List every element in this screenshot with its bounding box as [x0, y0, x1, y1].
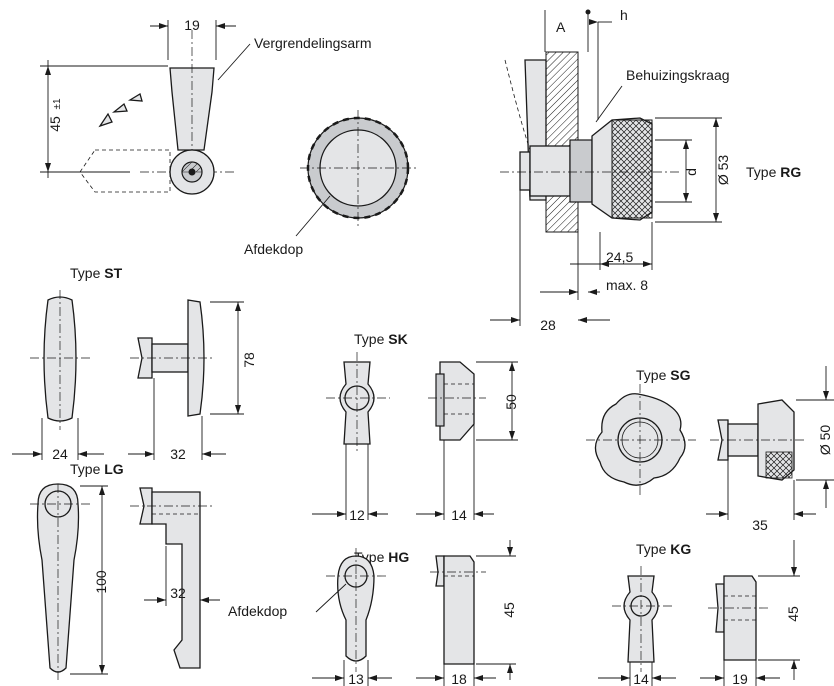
type-rg-label: Type RG — [746, 164, 801, 180]
sg-depth-label: 35 — [752, 517, 768, 533]
kg-depth-label: 19 — [732, 671, 748, 686]
max-8-label: max. 8 — [606, 277, 648, 293]
st-height-label: 78 — [241, 352, 257, 368]
sk-depth-label: 14 — [451, 507, 467, 523]
rotation-arrows-icon — [98, 93, 143, 128]
arm-width-label: 19 — [184, 17, 200, 33]
type-st-view: Type ST 78 24 32 — [12, 265, 257, 462]
arm-tolerance-label: ±1 — [52, 98, 63, 109]
type-sg-view: Type SG Ø 50 35 — [586, 366, 834, 533]
hg-height-label: 45 — [501, 602, 517, 618]
kg-height-label: 45 — [785, 606, 801, 622]
type-lg-label: Type LG — [70, 461, 124, 477]
ref-h-label: h — [620, 7, 628, 23]
type-hg-view: Type HG Afdekdop 45 13 18 — [228, 540, 517, 686]
sk-height-label: 50 — [503, 394, 519, 410]
sk-width-label: 12 — [349, 507, 365, 523]
kg-width-label: 14 — [633, 671, 649, 686]
len-24-5-label: 24,5 — [606, 249, 633, 265]
type-rg-section: A h Behuizingskraag Ø 53 d Type RG 24,5 … — [490, 7, 801, 333]
type-sk-view: Type SK 50 12 14 — [312, 331, 519, 523]
type-kg-label: Type KG — [636, 541, 691, 557]
st-depth-label: 32 — [170, 446, 186, 462]
rg-diameter-label: Ø 53 — [715, 155, 731, 186]
sg-diameter-label: Ø 50 — [817, 425, 833, 456]
ref-a-label: A — [556, 19, 566, 35]
type-sk-label: Type SK — [354, 331, 408, 347]
lg-height-label: 100 — [93, 570, 109, 594]
locking-arm-view: 19 45 ±1 Vergrendelingsarm — [40, 17, 372, 195]
locking-arm-label: Vergrendelingsarm — [254, 35, 372, 51]
type-st-label: Type ST — [70, 265, 123, 281]
type-kg-view: Type KG 45 14 19 — [598, 540, 801, 686]
arm-height-label: 45 — [47, 116, 63, 132]
cover-cap-label-bottom: Afdekdop — [228, 603, 287, 619]
ref-d-label: d — [683, 168, 699, 176]
cover-cap-view: Afdekdop — [244, 110, 416, 257]
len-28-label: 28 — [540, 317, 556, 333]
type-lg-view: Type LG 100 32 — [30, 461, 220, 680]
hg-width-label: 13 — [348, 671, 364, 686]
st-width-label: 24 — [52, 446, 68, 462]
hg-depth-label: 18 — [451, 671, 467, 686]
housing-collar-label: Behuizingskraag — [626, 67, 730, 83]
cover-cap-label-top: Afdekdop — [244, 241, 303, 257]
lg-depth-label: 32 — [170, 585, 186, 601]
type-sg-label: Type SG — [636, 367, 691, 383]
